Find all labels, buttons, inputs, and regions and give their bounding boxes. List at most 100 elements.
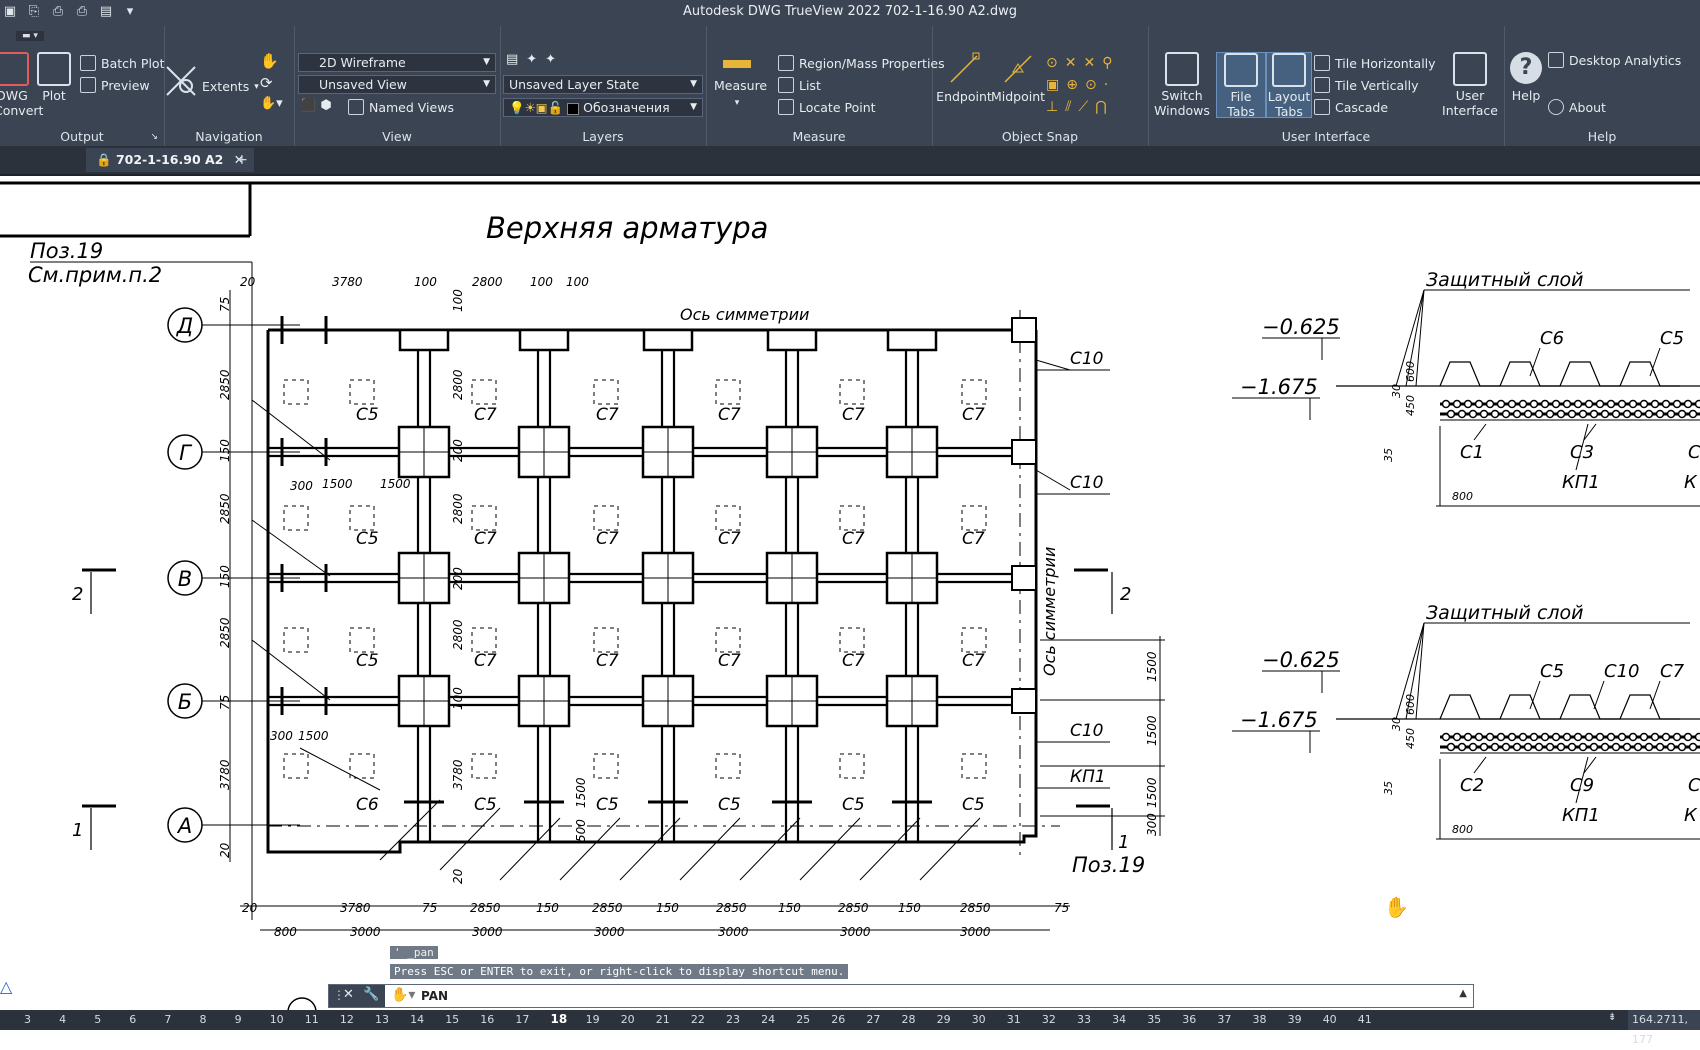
midpoint-snap-button[interactable]: Midpoint <box>990 52 1046 104</box>
drawing-canvas[interactable]: Д Г В Б А 2 1 2 1 Верхняя арматура Поз.1… <box>0 176 1700 1010</box>
layout-tab-34[interactable]: 34 <box>1112 1013 1126 1026</box>
cell-label-С7: С7 <box>718 405 741 425</box>
named-views-button[interactable]: Named Views <box>348 99 454 115</box>
file-tabs-button[interactable]: File Tabs <box>1216 52 1266 118</box>
rebar <box>1652 401 1659 408</box>
pan-hand-icon[interactable]: ✋ <box>260 52 279 70</box>
command-history-toggle-icon[interactable]: ▲ <box>1459 988 1467 999</box>
layout-tab-32[interactable]: 32 <box>1042 1013 1056 1026</box>
rebar <box>1630 734 1637 741</box>
layout-tab-3[interactable]: 3 <box>24 1013 31 1026</box>
tile-vertically-button[interactable]: Tile Vertically <box>1314 77 1419 93</box>
layout-tab-14[interactable]: 14 <box>410 1013 424 1026</box>
layout-tab-4[interactable]: 4 <box>59 1013 66 1026</box>
region-mass-button[interactable]: Region/Mass Properties <box>778 55 945 71</box>
switch-windows-button[interactable]: Switch Windows <box>1152 52 1212 118</box>
command-input[interactable]: PAN <box>421 989 448 1003</box>
hatch-line <box>860 818 920 880</box>
ruler-icon <box>723 60 751 68</box>
layout-tab-36[interactable]: 36 <box>1182 1013 1196 1026</box>
measure-button[interactable]: Measure▾ <box>714 54 760 111</box>
layout-tab-17[interactable]: 17 <box>515 1013 529 1026</box>
wrench-icon[interactable]: 🔧 <box>363 987 379 1002</box>
layout-tab-8[interactable]: 8 <box>200 1013 207 1026</box>
layout-tab-25[interactable]: 25 <box>796 1013 810 1026</box>
preview-button[interactable]: Preview <box>80 77 150 93</box>
layout-tab-16[interactable]: 16 <box>480 1013 494 1026</box>
layout-tab-20[interactable]: 20 <box>621 1013 635 1026</box>
layout-tab-22[interactable]: 22 <box>691 1013 705 1026</box>
cascade-button[interactable]: Cascade <box>1314 99 1388 115</box>
list-button[interactable]: List <box>778 77 821 93</box>
zoom-extents-icon[interactable] <box>164 64 198 101</box>
plot-button[interactable]: Plot <box>36 52 72 103</box>
layout-tab-30[interactable]: 30 <box>972 1013 986 1026</box>
help-button[interactable]: ? Help <box>1506 52 1546 103</box>
layer-dropdown[interactable]: 💡☀▣🔓 Обозначения▼ <box>503 98 703 117</box>
visual-style-dropdown[interactable]: 2D Wireframe▼ <box>298 53 496 72</box>
layout-tabs-button[interactable]: Layout Tabs <box>1266 52 1312 118</box>
snap-modes-grid-icon[interactable]: ⊙✕✕⚲▣⊕⊙·⊥⫽⟋⋂ <box>1046 52 1144 118</box>
more-layouts-icon[interactable]: ⇟ <box>1608 1012 1616 1023</box>
rebar <box>1454 734 1461 741</box>
showmotion-icon[interactable]: ✋▾ <box>260 96 283 111</box>
lock-icon: 🔒 <box>96 152 112 167</box>
about-button[interactable]: About <box>1548 99 1606 115</box>
file-tab-active[interactable]: 🔒 702-1-16.90 A2 ✕ <box>86 148 254 172</box>
locate-point-button[interactable]: Locate Point <box>778 99 876 115</box>
rebar <box>1553 401 1560 408</box>
layout-tab-35[interactable]: 35 <box>1147 1013 1161 1026</box>
endpoint-snap-button[interactable]: Endpoint <box>936 52 992 104</box>
layout-tab-9[interactable]: 9 <box>235 1013 242 1026</box>
layout-tab-27[interactable]: 27 <box>866 1013 880 1026</box>
cell-label-С7: С7 <box>474 651 497 671</box>
layout-tab-31[interactable]: 31 <box>1007 1013 1021 1026</box>
rebar <box>1668 744 1675 751</box>
drawing-svg[interactable]: Д Г В Б А 2 1 2 1 Верхняя арматура Поз.1… <box>0 176 1700 1010</box>
command-line[interactable]: ⋮ ✕ 🔧 ✋▾ PAN ▲ <box>328 984 1474 1008</box>
layout-tab-41[interactable]: 41 <box>1358 1013 1372 1026</box>
layout-tab-7[interactable]: 7 <box>164 1013 171 1026</box>
layout-tab-23[interactable]: 23 <box>726 1013 740 1026</box>
panel-launcher-icon[interactable]: ↘ <box>150 132 158 142</box>
layout-tab-24[interactable]: 24 <box>761 1013 775 1026</box>
batch-plot-button[interactable]: Batch Plot <box>80 55 164 71</box>
hatch-line <box>252 640 330 700</box>
rebar <box>1487 401 1494 408</box>
layout-tab-26[interactable]: 26 <box>831 1013 845 1026</box>
layout-tab-19[interactable]: 19 <box>586 1013 600 1026</box>
layout-tab-6[interactable]: 6 <box>129 1013 136 1026</box>
layer-state-dropdown[interactable]: Unsaved Layer State▼ <box>503 75 703 94</box>
layout-tab-37[interactable]: 37 <box>1217 1013 1231 1026</box>
desktop-analytics-button[interactable]: Desktop Analytics <box>1548 52 1681 68</box>
user-interface-button[interactable]: User Interface <box>1442 52 1498 118</box>
extents-button[interactable]: Extents▾ <box>202 79 259 94</box>
layout-tab-11[interactable]: 11 <box>305 1013 319 1026</box>
layout-tab-10[interactable]: 10 <box>270 1013 284 1026</box>
layout-tab-39[interactable]: 39 <box>1288 1013 1302 1026</box>
layout-tab-13[interactable]: 13 <box>375 1013 389 1026</box>
rebar <box>1663 734 1670 741</box>
layout-tab-40[interactable]: 40 <box>1323 1013 1337 1026</box>
dwg-convert-button[interactable]: DWG Convert <box>0 52 30 118</box>
lightbulb-icon: 💡☀▣🔓 <box>509 100 563 115</box>
layout-tab-12[interactable]: 12 <box>340 1013 354 1026</box>
layout-tab-29[interactable]: 29 <box>937 1013 951 1026</box>
close-icon[interactable]: ✕ <box>343 987 354 1002</box>
saved-view-dropdown[interactable]: Unsaved View▼ <box>298 75 496 94</box>
tile-horizontally-button[interactable]: Tile Horizontally <box>1314 55 1436 71</box>
orbit-icon[interactable]: ⟳ <box>260 74 273 92</box>
layer-tools-icon[interactable]: ▤✦✦ <box>506 52 564 67</box>
layout-tab-21[interactable]: 21 <box>656 1013 670 1026</box>
layout-tab-5[interactable]: 5 <box>94 1013 101 1026</box>
new-tab-button[interactable]: + <box>232 152 252 168</box>
layout-tab-28[interactable]: 28 <box>902 1013 916 1026</box>
rebar <box>1481 744 1488 751</box>
layout-tab-15[interactable]: 15 <box>445 1013 459 1026</box>
viewcube-icon[interactable]: ⬛ ⬢ <box>300 98 332 113</box>
rebar <box>1668 411 1675 418</box>
layout-tab-38[interactable]: 38 <box>1253 1013 1267 1026</box>
layout-tab-18[interactable]: 18 <box>551 1012 568 1026</box>
hatch-line <box>560 818 620 880</box>
layout-tab-33[interactable]: 33 <box>1077 1013 1091 1026</box>
